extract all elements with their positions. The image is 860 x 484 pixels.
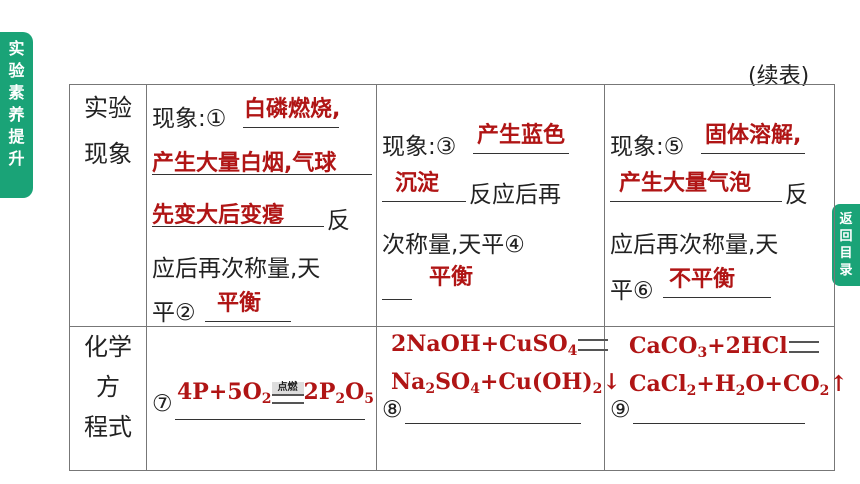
equation-number: ⑨ [610,397,631,423]
blank-line [243,127,339,128]
equation-number: ⑧ [382,397,403,423]
back-tab-char: 录 [839,263,853,278]
side-tab-char: 验 [8,61,25,80]
balance-lead: 平⑥ [610,278,654,304]
side-tab-char: 提 [8,127,25,146]
equation-8-line2: Na2SO4+Cu(OH)2↓ [391,369,621,397]
cell-white-phosphorus-phenomenon: 现象:① 白磷燃烧, 产生大量白烟,气球 先变大后变瘪 反 应后再次称量,天 平… [146,84,377,327]
row-header-text: 现象 [84,140,132,168]
phenomenon-tail: 反应后再 [469,182,561,208]
cell-equation-8: 2NaOH+CuSO4 Na2SO4+Cu(OH)2↓ ⑧ [376,326,621,471]
side-tab-char: 升 [8,149,25,168]
phenomenon-lead: 现象:⑤ [610,134,685,160]
experiment-table: 实验 现象 现象:① 白磷燃烧, 产生大量白烟,气球 先变大后变瘪 反 应后再次… [69,84,848,471]
equation-number: ⑦ [152,391,173,417]
blank-line [382,299,412,300]
back-to-contents-button[interactable]: 返 回 目 录 [832,204,860,286]
blank-line [663,297,771,298]
phenomenon-tail: 反 [327,208,350,234]
row-header-phenomenon: 实验 现象 [69,84,147,327]
answer-3-line2: 沉淀 [395,171,440,196]
back-tab-char: 回 [839,229,853,244]
back-tab-char: 返 [839,212,853,227]
side-tab-char: 实 [8,39,25,58]
answer-1-line1: 白磷燃烧, [244,97,341,122]
answer-1-line2: 产生大量白烟,气球 [152,151,337,176]
equation-9-line2: CaCl2+H2O+CO2↑ [629,371,848,399]
balance-lead: 平② [152,300,196,326]
answer-4: 平衡 [429,265,474,290]
cell-caco3-hcl-phenomenon: 现象:⑤ 固体溶解, 产生大量气泡 反 应后再次称量,天 平⑥ 不平衡 [604,84,835,327]
row-header-text: 程式 [84,413,132,441]
equation-9-line1: CaCO3+2HCl [629,333,820,361]
answer-5-line2: 产生大量气泡 [619,171,752,196]
back-tab-char: 目 [839,246,853,261]
blank-line [633,423,805,424]
phenomenon-tail: 反 [785,182,808,208]
answer-3-line1: 产生蓝色 [477,123,566,148]
cell-equation-9: CaCO3+2HCl CaCl2+H2O+CO2↑ ⑨ [604,326,848,471]
blank-line [610,201,782,202]
blank-line [382,201,466,202]
row-header-text: 方 [96,373,120,401]
row-header-equation: 化学 方 程式 [69,326,147,471]
side-tab-experiment-literacy[interactable]: 实 验 素 养 提 升 [0,32,33,198]
phenomenon-lead: 现象:③ [382,134,457,160]
row-header-text: 化学 [84,333,132,361]
answer-2: 平衡 [217,291,262,316]
blank-line [473,153,569,154]
answer-1-line3: 先变大后变瘪 [152,203,285,228]
side-tab-char: 素 [8,83,25,102]
side-tab-char: 养 [8,105,25,124]
blank-line [175,419,365,420]
cell-naoh-cuso4-phenomenon: 现象:③ 产生蓝色 沉淀 反应后再 次称量,天平④ 平衡 [376,84,605,327]
phenomenon-lead: 现象:① [152,106,227,132]
row-header-text: 实验 [84,94,132,122]
blank-line [205,321,291,322]
blank-line [152,226,324,227]
answer-5-line1: 固体溶解, [705,123,802,148]
blank-line [152,174,372,175]
balance-text: 次称量,天平④ [382,232,525,258]
blank-line [405,423,581,424]
phenomenon-text: 应后再次称量,天 [610,232,779,258]
blank-line [701,153,805,154]
condition-ignite: 点燃 [271,382,304,404]
equation-8-line1: 2NaOH+CuSO4 [391,331,609,359]
answer-6: 不平衡 [669,267,736,292]
phenomenon-text: 应后再次称量,天 [152,256,321,282]
